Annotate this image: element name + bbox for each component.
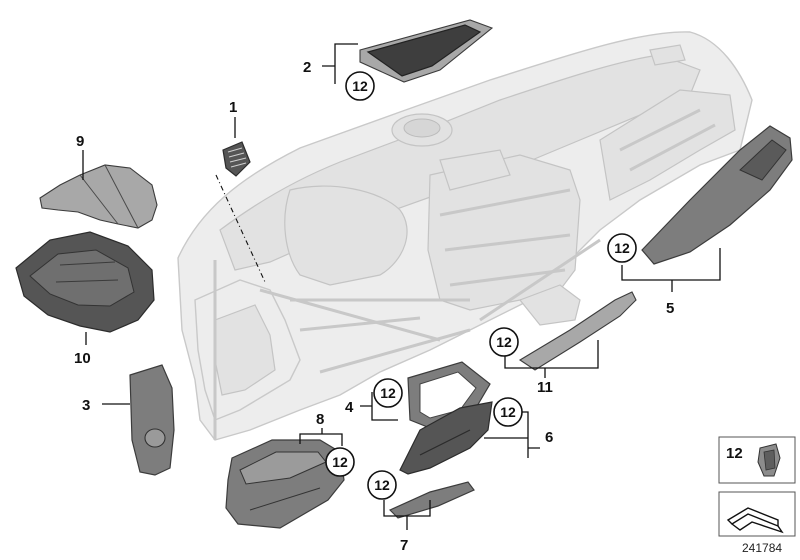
steering-column-upper-cover — [39, 164, 158, 229]
label-part-7: 7 — [400, 537, 408, 554]
reference-number: 241784 — [742, 541, 782, 555]
label-part-1: 1 — [229, 99, 237, 116]
lower-trim — [388, 481, 475, 519]
clip-callout: 12 — [493, 397, 523, 427]
clip-callout: 12 — [373, 378, 403, 408]
label-part-4: 4 — [345, 399, 354, 416]
svg-text:12: 12 — [496, 334, 512, 350]
label-part-10: 10 — [74, 350, 91, 367]
label-part-11: 11 — [537, 379, 553, 396]
svg-text:12: 12 — [352, 78, 368, 94]
label-part-3: 3 — [82, 397, 90, 414]
label-part-6: 6 — [545, 429, 553, 446]
right-trim-strip — [641, 125, 793, 265]
clip-callout: 12 — [345, 71, 375, 101]
clip-callout: 12 — [367, 470, 397, 500]
legend-clip-label: 12 — [726, 445, 743, 462]
steering-column-lower-cover — [15, 231, 155, 333]
svg-text:12: 12 — [332, 454, 348, 470]
svg-text:12: 12 — [374, 477, 390, 493]
glove-box — [225, 439, 345, 529]
clip-callout: 12 — [325, 447, 355, 477]
side-end-cover — [129, 364, 175, 476]
legend-fastener-box — [718, 491, 796, 537]
svg-text:12: 12 — [500, 404, 516, 420]
label-part-9: 9 — [76, 133, 84, 150]
leader-lines — [82, 43, 721, 530]
part-labels: 1 2 3 4 5 6 7 8 9 10 11 — [74, 59, 674, 554]
center-bezel — [399, 401, 493, 475]
label-part-8: 8 — [316, 411, 324, 428]
svg-text:12: 12 — [614, 240, 630, 256]
legend-clip-box: 12 — [718, 436, 796, 484]
clip-callout: 12 — [489, 327, 519, 357]
label-part-5: 5 — [666, 300, 674, 317]
air-vent — [222, 141, 251, 177]
svg-text:12: 12 — [380, 385, 396, 401]
dashboard-carrier — [177, 31, 753, 441]
label-part-2: 2 — [303, 59, 311, 76]
clip-callout: 12 — [607, 233, 637, 263]
center-trim-strip — [518, 291, 637, 371]
speaker-grille-cover — [359, 19, 494, 83]
